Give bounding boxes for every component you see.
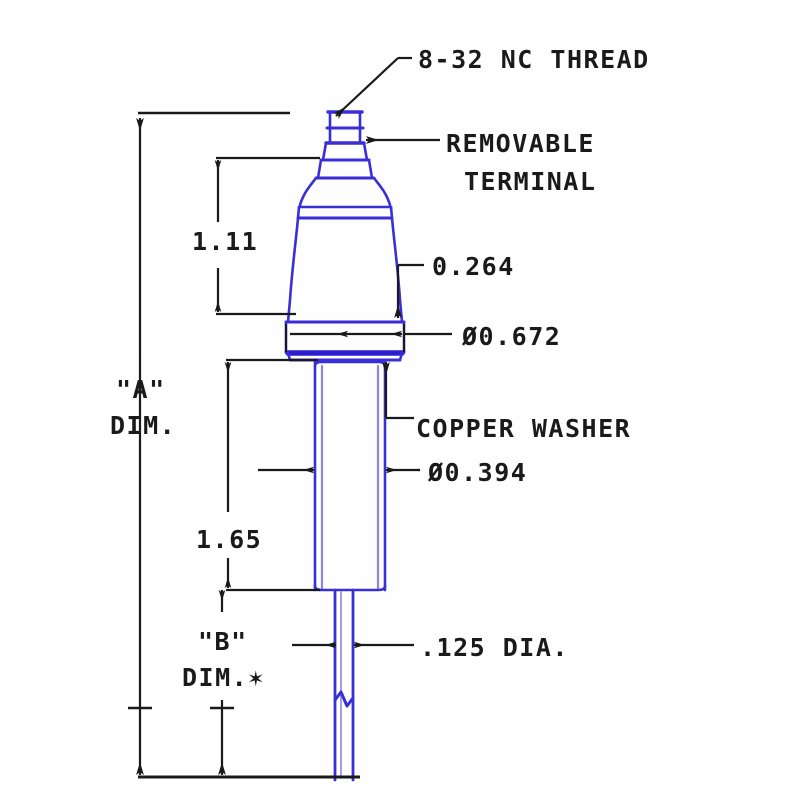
thread-note-label: 8-32 NC THREAD [418,45,650,74]
dim-125-dia-label: .125 DIA. [420,633,569,662]
removable-terminal-label-line2: TERMINAL [464,167,596,196]
dim-0-672-label: Ø0.672 [461,322,561,351]
body-bottom-fillet [313,584,387,592]
insulator-cone-left [298,176,318,209]
rib-left-edge [296,205,301,220]
annotation-text-layer: 8-32 NC THREAD REMOVABLE TERMINAL 1.11 0… [110,45,650,692]
a-dim-sublabel: DIM. [110,411,176,440]
a-dim-label: "A" [116,375,166,404]
terminal-collar-taper [321,141,369,162]
b-dim-sublabel: DIM.✶ [182,663,265,692]
collar-taper-2 [316,158,374,180]
pin-break-symbol [333,690,355,708]
insulator-body-left [286,216,300,324]
copper-washer-label: COPPER WASHER [416,414,631,443]
dim-1-11-label: 1.11 [192,227,258,256]
insulator-body-right [390,216,404,324]
dim-1-65-label: 1.65 [196,525,262,554]
thread-leader-line [333,57,399,119]
dimension-layer [128,56,452,779]
removable-terminal-label-line1: REMOVABLE [446,129,595,158]
dim-0-394-label: Ø0.394 [427,458,527,487]
copper-washer-sides [286,351,404,362]
b-dim-label: "B" [198,627,248,656]
rib-right-edge [389,205,394,220]
dim-0-264-label: 0.264 [432,252,515,281]
insulator-cone-right [372,176,392,209]
